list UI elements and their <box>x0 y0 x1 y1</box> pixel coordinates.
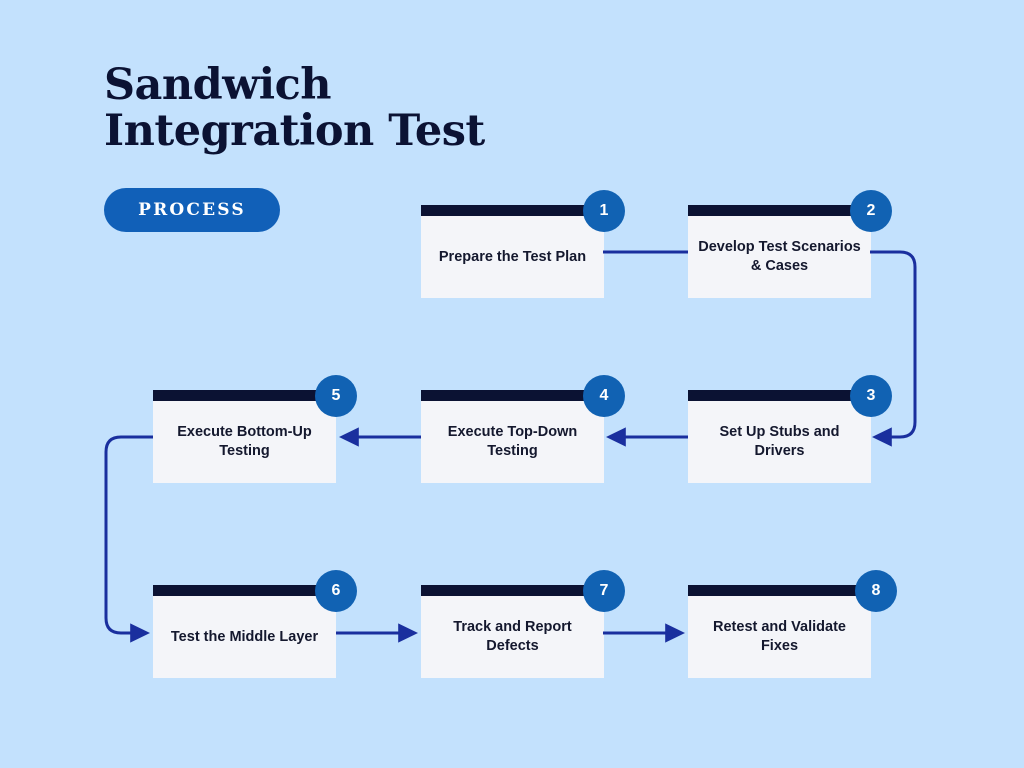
step-card-label: Retest and Validate Fixes <box>713 619 846 654</box>
process-badge: PROCESS <box>104 188 280 232</box>
step-card-label: Execute Top-Down Testing <box>447 424 578 459</box>
step-badge-number: 3 <box>866 387 876 404</box>
step-badge-number: 6 <box>331 582 341 599</box>
step-card-bar <box>421 205 604 216</box>
step-card-label: Track and Report Defects <box>453 619 572 654</box>
connector-5-to-6 <box>104 435 153 643</box>
step-card-bar <box>153 390 336 401</box>
step-badge-number: 5 <box>331 387 341 404</box>
step-badge-number: 4 <box>599 387 609 404</box>
step-badge-number: 7 <box>599 582 609 599</box>
step-badge-1: 1 <box>583 190 625 232</box>
step-badge-number: 1 <box>599 202 609 219</box>
step-card-5[interactable]: Execute Bottom-Up Testing <box>153 390 336 483</box>
step-badge-number: 2 <box>866 202 876 219</box>
step-badge-8: 8 <box>855 570 897 612</box>
process-badge-label: PROCESS <box>138 200 246 220</box>
step-card-bar <box>688 390 871 401</box>
step-card-label: Develop Test Scenarios & Cases <box>698 239 861 274</box>
step-card-6[interactable]: Test the Middle Layer <box>153 585 336 678</box>
step-card-bar <box>688 585 871 596</box>
step-card-3[interactable]: Set Up Stubs and Drivers <box>688 390 871 483</box>
step-badge-2: 2 <box>850 190 892 232</box>
step-card-label: Execute Bottom-Up Testing <box>177 424 312 459</box>
step-card-label: Prepare the Test Plan <box>438 248 587 265</box>
step-card-2[interactable]: Develop Test Scenarios & Cases <box>688 205 871 298</box>
step-card-1[interactable]: Prepare the Test Plan <box>421 205 604 298</box>
page-title-line-1: Sandwich <box>104 60 332 110</box>
step-badge-6: 6 <box>315 570 357 612</box>
step-card-bar <box>421 585 604 596</box>
step-card-bar <box>153 585 336 596</box>
step-card-bar <box>688 205 871 216</box>
step-badge-7: 7 <box>583 570 625 612</box>
step-badge-3: 3 <box>850 375 892 417</box>
step-card-8[interactable]: Retest and Validate Fixes <box>688 585 871 678</box>
page-title-line-2: Integration Test <box>104 106 485 156</box>
step-card-4[interactable]: Execute Top-Down Testing <box>421 390 604 483</box>
step-card-label: Test the Middle Layer <box>170 628 319 645</box>
step-card-label: Set Up Stubs and Drivers <box>719 424 840 459</box>
step-card-bar <box>421 390 604 401</box>
step-badge-4: 4 <box>583 375 625 417</box>
step-card-7[interactable]: Track and Report Defects <box>421 585 604 678</box>
page-title: Sandwich Integration Test <box>104 62 564 154</box>
step-badge-number: 8 <box>871 582 881 599</box>
step-badge-5: 5 <box>315 375 357 417</box>
